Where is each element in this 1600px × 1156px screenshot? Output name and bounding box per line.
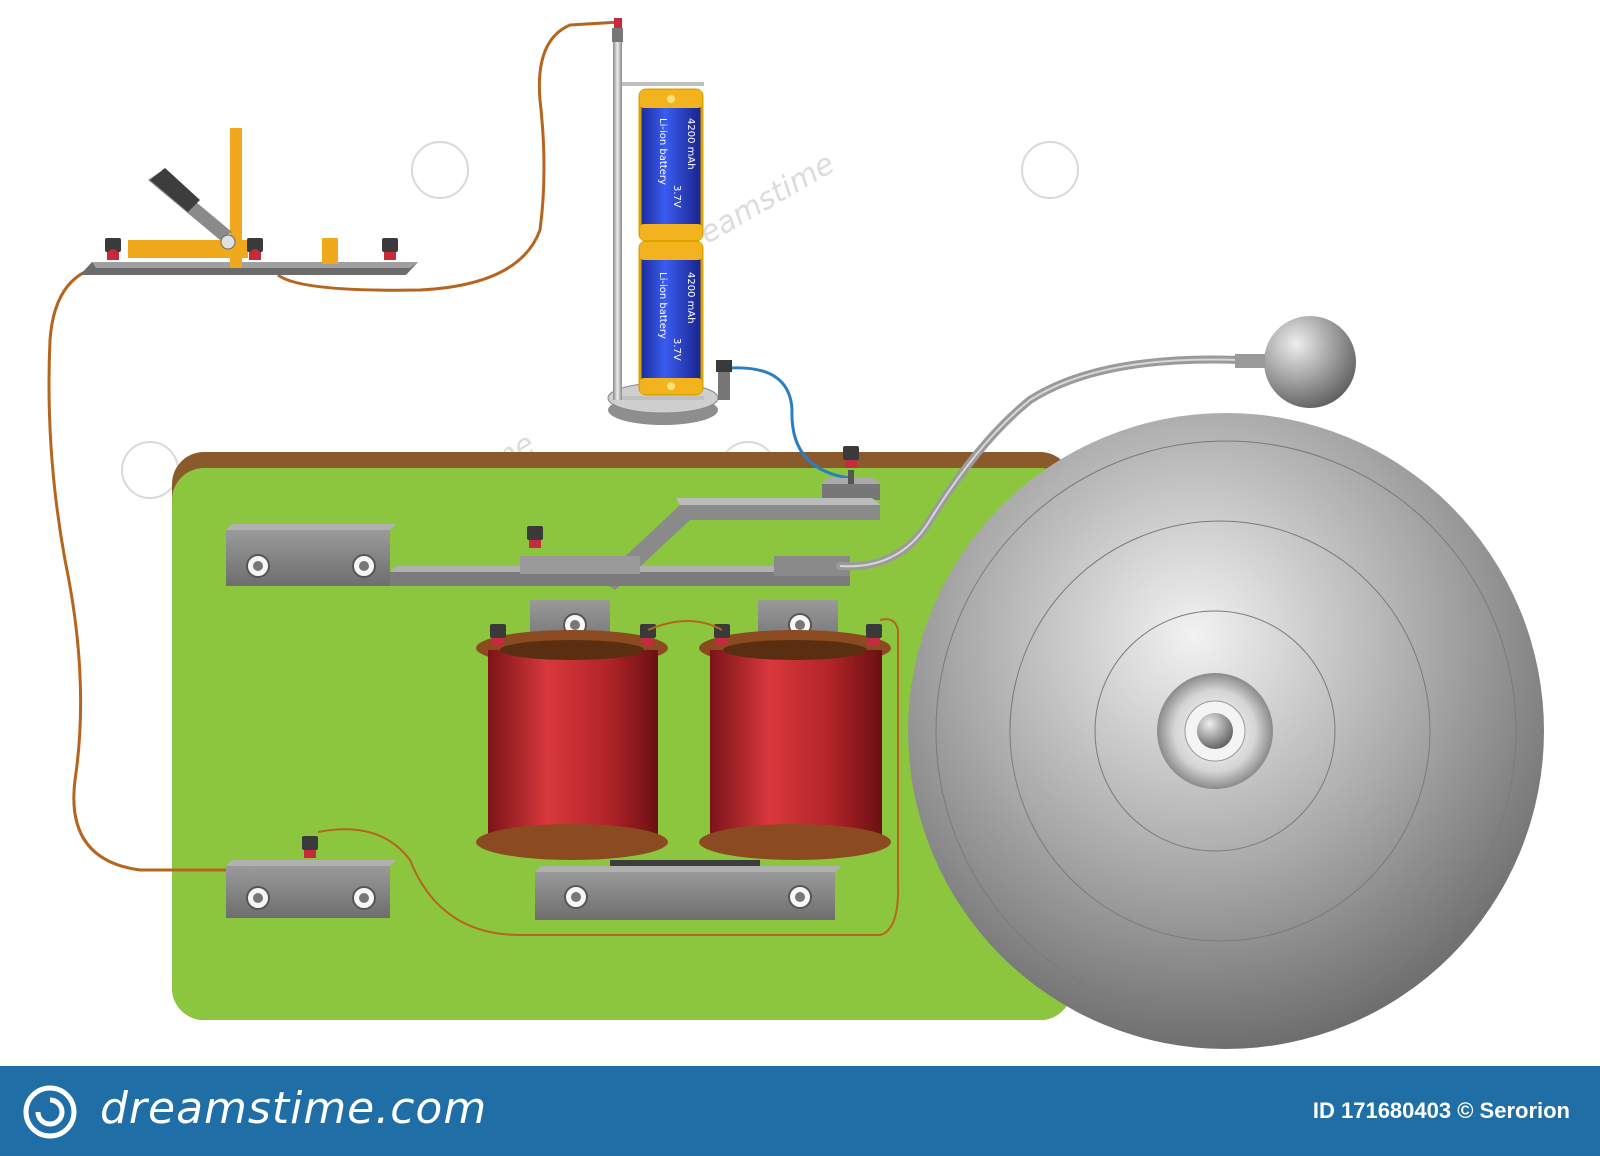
battery-capacity-label: 4200 mAh xyxy=(685,272,696,324)
electromagnet-coil-left xyxy=(476,630,668,860)
battery-voltage-label: 3.7V xyxy=(671,185,682,208)
dreamstime-logo-icon xyxy=(23,1085,77,1139)
battery-capacity-label: 4200 mAh xyxy=(685,118,696,170)
armature-bar xyxy=(390,526,850,586)
contact-screw xyxy=(822,446,880,500)
footer-credit: ID 171680403 © Serorion xyxy=(1312,1098,1570,1123)
bell-gong xyxy=(908,413,1544,1049)
terminal-block-bottom-left xyxy=(226,836,396,918)
wire-battery-to-contact xyxy=(729,366,851,480)
wire-switch-to-terminal xyxy=(47,263,311,872)
wire-terminal-to-coil xyxy=(317,618,900,936)
footer-brand: dreamstime.com xyxy=(100,1083,488,1134)
mounting-block-left xyxy=(226,524,396,586)
electric-bell-diagram: dreamstime dreamstime dreamstime xyxy=(47,18,1544,1049)
stock-footer-bar: dreamstime.com ID 171680403 © Serorion xyxy=(0,1066,1600,1156)
battery-brand-label: Li-ion battery xyxy=(657,272,668,339)
coil-terminals xyxy=(490,620,882,646)
wire-switch-to-battery xyxy=(277,20,621,292)
electromagnet-coil-right xyxy=(699,630,891,860)
knife-switch[interactable] xyxy=(80,128,418,275)
battery-cell-bottom: Li-ion battery 3.7V 4200 mAh xyxy=(638,240,704,396)
armature-spring xyxy=(600,498,880,590)
bell-hammer xyxy=(1235,316,1356,408)
battery-brand-label: Li-ion battery xyxy=(657,118,668,185)
battery-voltage-label: 3.7V xyxy=(671,338,682,361)
battery-cell-top: Li-ion battery 3.7V 4200 mAh xyxy=(638,88,704,242)
electromagnet-base-block xyxy=(535,860,842,920)
battery-holder xyxy=(607,18,732,425)
